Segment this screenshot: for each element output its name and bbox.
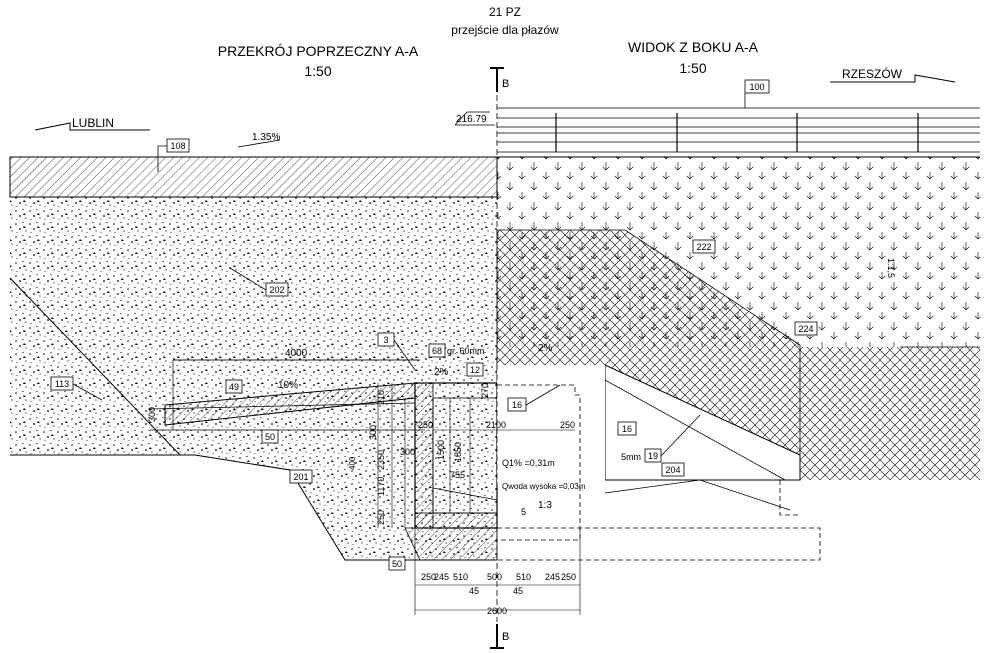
bottom-dim: 500	[487, 572, 502, 582]
tag-19: 19	[644, 414, 701, 463]
svg-text:68: 68	[432, 346, 442, 356]
object-name: przejście dla płazów	[451, 23, 559, 37]
right-view-scale: 1:50	[679, 60, 706, 76]
bottom-dim: 245	[434, 572, 449, 582]
bottom-dim: 510	[516, 572, 531, 582]
svg-text:B: B	[502, 631, 509, 643]
dim-5: 5	[521, 507, 526, 517]
tag-204: 204	[661, 462, 685, 477]
svg-text:19: 19	[648, 451, 658, 461]
dim-2600: 2600	[487, 606, 507, 616]
dim-250-a: 250	[418, 420, 433, 430]
tag-3: 3	[377, 332, 416, 371]
slope-deck: 2%	[434, 367, 449, 378]
tag-222: 222	[692, 239, 716, 254]
svg-text:224: 224	[798, 324, 813, 334]
tag-50-lower: 50	[388, 556, 406, 571]
slope-channel: 1:3	[538, 500, 552, 511]
tag-201: 201	[289, 469, 313, 484]
tag-108: 108	[157, 138, 190, 172]
slope-line	[9, 277, 181, 456]
svg-text:3: 3	[383, 335, 388, 345]
bottom-dim: 245	[545, 572, 560, 582]
road-pavement	[9, 156, 498, 198]
dim-1170: 1170	[376, 477, 386, 496]
dim-45-b: 45	[513, 586, 523, 596]
dim-45-a: 45	[469, 586, 479, 596]
side-view	[496, 107, 980, 561]
tag-202: 202	[229, 267, 289, 297]
tag-68: 68	[428, 343, 446, 358]
dim-270: 270	[480, 383, 490, 398]
svg-text:201: 201	[293, 472, 308, 482]
svg-text:RZESZÓW: RZESZÓW	[842, 66, 903, 81]
dim-2100: 2100	[486, 420, 506, 430]
svg-text:202: 202	[269, 285, 284, 295]
svg-text:16: 16	[512, 400, 522, 410]
tag-49: 49	[225, 379, 243, 394]
section-marker-top: B	[490, 67, 509, 92]
dim-250-c: 250	[376, 510, 386, 525]
tag-224: 224	[794, 321, 818, 336]
right-view-title: WIDOK Z BOKU A-A	[628, 39, 759, 55]
dim-300-b: 300	[400, 447, 415, 457]
slope-road: 1.35%	[252, 132, 280, 143]
note-gravel: gr. 60mm	[447, 346, 485, 356]
dimension-lines	[173, 359, 581, 615]
svg-text:216.79: 216.79	[456, 114, 487, 125]
dim-210: 210	[376, 390, 386, 405]
slope-upper-pipe: 10%	[278, 380, 298, 391]
note-flow-2: Qwoda wysoka =0,03m	[502, 482, 586, 491]
svg-text:113: 113	[55, 379, 69, 389]
svg-text:B: B	[502, 78, 509, 90]
svg-text:100: 100	[749, 82, 764, 92]
note-thickness: 5mm	[621, 452, 641, 462]
bottom-dimension-row: 250 245 510 500 510 245 250	[421, 572, 576, 582]
tag-12: 12	[466, 362, 484, 377]
tag-113: 113	[50, 376, 103, 401]
slope-deck-right: 2%	[538, 343, 553, 354]
slope-embankment: 1:1,5	[886, 258, 896, 278]
bottom-dim: 250	[561, 572, 576, 582]
svg-text:108: 108	[170, 141, 185, 151]
dim-755: 755	[450, 470, 465, 480]
left-view-scale: 1:50	[304, 63, 331, 79]
section-marker-bottom: B	[490, 624, 509, 649]
note-flow-1: Q1% =0,31m	[502, 458, 555, 468]
tag-50-upper: 50	[261, 429, 279, 444]
direction-lublin: LUBLIN	[34, 116, 150, 131]
dim-1850: 1850	[453, 442, 463, 462]
svg-text:LUBLIN: LUBLIN	[72, 116, 114, 130]
bottom-dim: 250	[421, 572, 436, 582]
dim-1500: 1500	[436, 440, 446, 460]
tag-16-culvert: 16	[507, 384, 561, 412]
dim-300-c: 300	[368, 425, 378, 440]
svg-text:50: 50	[265, 432, 275, 442]
header: 21 PZ przejście dla płazów PRZEKRÓJ POPR…	[218, 5, 759, 79]
svg-text:50: 50	[392, 559, 402, 569]
dim-300: 300	[147, 407, 157, 422]
elevation-marker: 216.79	[454, 111, 495, 126]
direction-rzeszow: RZESZÓW	[830, 66, 956, 83]
dim-2350: 2350	[376, 450, 386, 470]
svg-text:12: 12	[470, 365, 480, 375]
bottom-dim: 510	[453, 572, 468, 582]
left-view-title: PRZEKRÓJ POPRZECZNY A-A	[218, 43, 419, 59]
svg-text:49: 49	[229, 382, 239, 392]
svg-text:222: 222	[696, 242, 711, 252]
svg-text:16: 16	[622, 424, 632, 434]
dim-400: 400	[348, 456, 357, 470]
dim-4000: 4000	[285, 348, 308, 359]
embankment-fill	[10, 197, 497, 560]
object-code: 21 PZ	[489, 5, 521, 19]
dim-250-b: 250	[560, 420, 575, 430]
tag-16-blocks: 16	[617, 421, 637, 436]
tag-100: 100	[744, 79, 770, 108]
svg-text:204: 204	[665, 465, 680, 475]
